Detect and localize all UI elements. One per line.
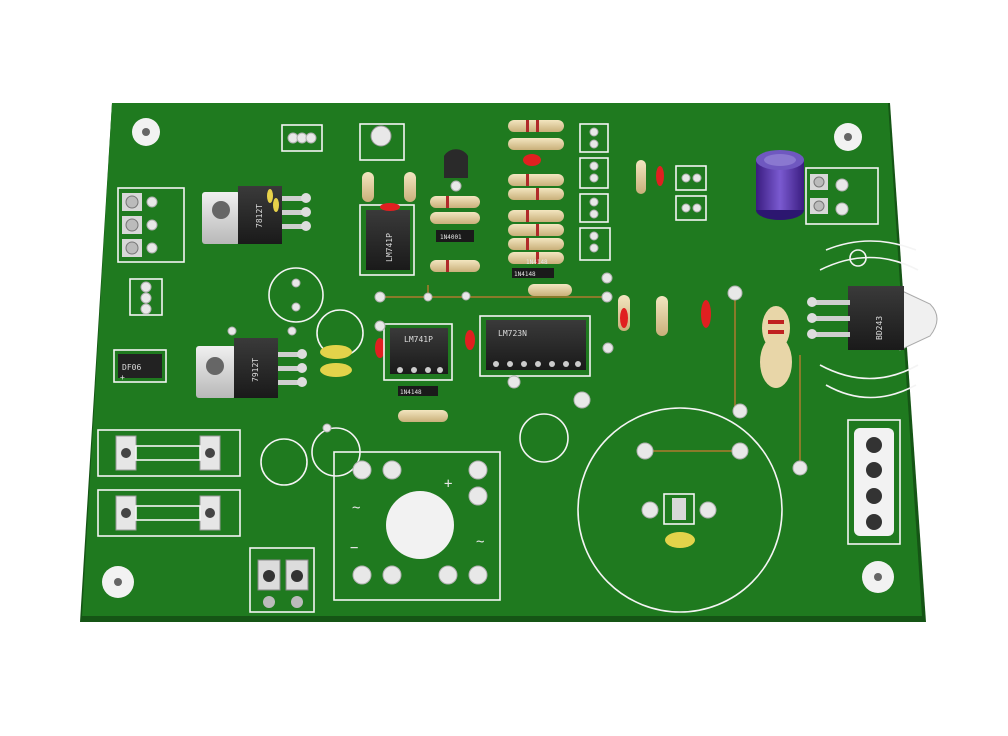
opamp-lm741-mid: LM741P xyxy=(383,323,453,381)
bridge-ac-symbol-1: ~ xyxy=(352,500,360,516)
copper-traces xyxy=(380,285,801,468)
terminal-block-right xyxy=(805,167,879,225)
regulator-7812: 7812T xyxy=(202,186,311,244)
transistor-bd243: BD243 xyxy=(807,286,938,351)
jumper-left xyxy=(129,278,163,316)
via-pads xyxy=(374,272,808,476)
label-lm741-mid: LM741P xyxy=(404,335,433,344)
electrolytic-capacitor xyxy=(756,150,804,220)
label-1n4001: 1N4001 xyxy=(440,234,462,241)
resistor-bands xyxy=(446,120,539,272)
opamp-lm741-top: LM741P xyxy=(359,203,415,276)
terminal-block-left xyxy=(117,187,185,263)
label-lm723n: LM723N xyxy=(498,329,527,338)
bridge-rectifier-df06: DF06 + xyxy=(113,349,167,383)
header-connector-top xyxy=(281,124,323,152)
bridge-plus-symbol: + xyxy=(444,476,452,492)
bridge-plus-mark: + xyxy=(120,373,125,382)
label-7812: 7812T xyxy=(255,204,264,228)
label-1n4148-c: 1N4148 xyxy=(526,259,548,266)
bridge-minus-symbol: − xyxy=(350,540,358,556)
resistor-array xyxy=(362,120,792,422)
label-bd243: BD243 xyxy=(875,316,884,340)
mounting-holes xyxy=(102,118,894,598)
header-group-middle xyxy=(579,123,707,261)
yellow-caps xyxy=(320,345,695,548)
bridge-ac-symbol-2: ~ xyxy=(476,534,484,550)
label-df06: DF06 xyxy=(122,363,141,372)
fuse-holder-2 xyxy=(97,489,241,537)
diodes: 1N4001 1N4148 1N4148 1N4148 xyxy=(398,230,554,396)
connector-right xyxy=(847,419,901,545)
fuse-holder-1 xyxy=(97,429,241,477)
trimmer-pot xyxy=(359,123,405,161)
terminal-block-bottom xyxy=(249,547,315,613)
label-lm741-top: LM741P xyxy=(385,233,394,262)
regulator-7912: 7912T xyxy=(196,338,307,398)
ic-lm723n: LM723N xyxy=(479,315,591,377)
label-1n4148-a: 1N4148 xyxy=(514,271,536,278)
transistor-to92 xyxy=(444,149,468,192)
red-components xyxy=(375,154,711,358)
label-1n4148-b: 1N4148 xyxy=(400,389,422,396)
heatsink-outline xyxy=(819,240,919,399)
transformer-footprint xyxy=(577,407,783,613)
label-7912: 7912T xyxy=(251,358,260,382)
bridge-footprint-large: + − ~ ~ xyxy=(333,451,501,601)
